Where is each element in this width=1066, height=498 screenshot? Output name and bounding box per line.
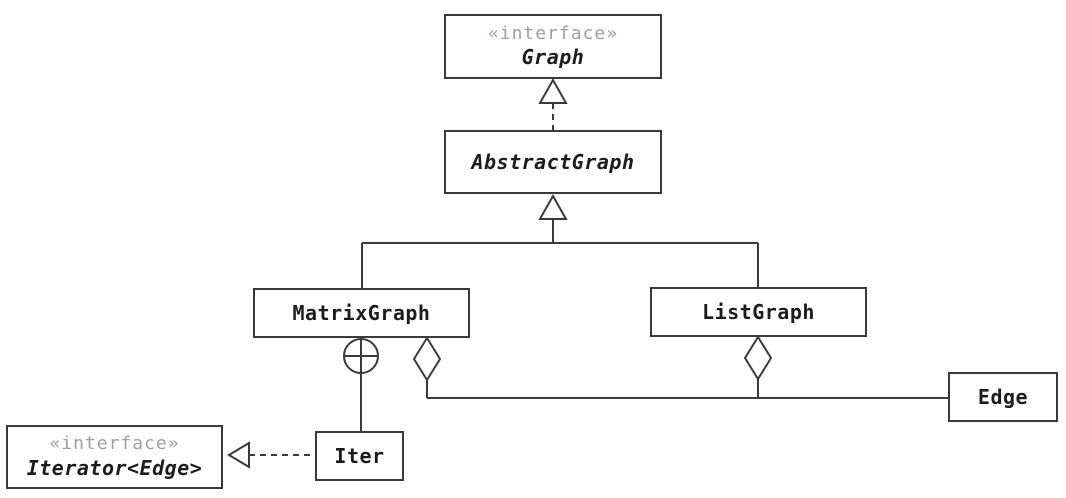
listgraph-class-name: ListGraph: [702, 299, 815, 324]
class-box-abstractgraph[interactable]: AbstractGraph: [444, 130, 662, 194]
class-box-iter[interactable]: Iter: [315, 431, 404, 481]
matrixgraph-class-name: MatrixGraph: [292, 300, 431, 325]
containment-matrixgraph-to-iter: [343, 338, 379, 431]
iterator-edge-class-name: Iterator<Edge>: [26, 455, 203, 480]
class-box-matrixgraph[interactable]: MatrixGraph: [253, 288, 470, 338]
iterator-edge-stereotype-label: «interface»: [49, 433, 180, 455]
graph-class-name: Graph: [521, 45, 585, 70]
class-box-listgraph[interactable]: ListGraph: [650, 287, 867, 337]
edge-class-name: Edge: [977, 384, 1029, 409]
generalization-fork-to-abstractgraph: [361, 193, 759, 288]
realization-abstractgraph-to-graph: [538, 77, 568, 130]
realization-iter-to-iterator: [227, 441, 315, 469]
class-box-graph[interactable]: «interface» Graph: [444, 14, 662, 79]
graph-stereotype-label: «interface»: [487, 22, 619, 44]
iter-class-name: Iter: [334, 443, 385, 468]
aggregation-to-edge: [412, 335, 948, 399]
abstractgraph-class-name: AbstractGraph: [471, 149, 635, 174]
class-box-edge[interactable]: Edge: [948, 372, 1058, 422]
class-box-iterator-edge[interactable]: «interface» Iterator<Edge>: [6, 425, 223, 489]
